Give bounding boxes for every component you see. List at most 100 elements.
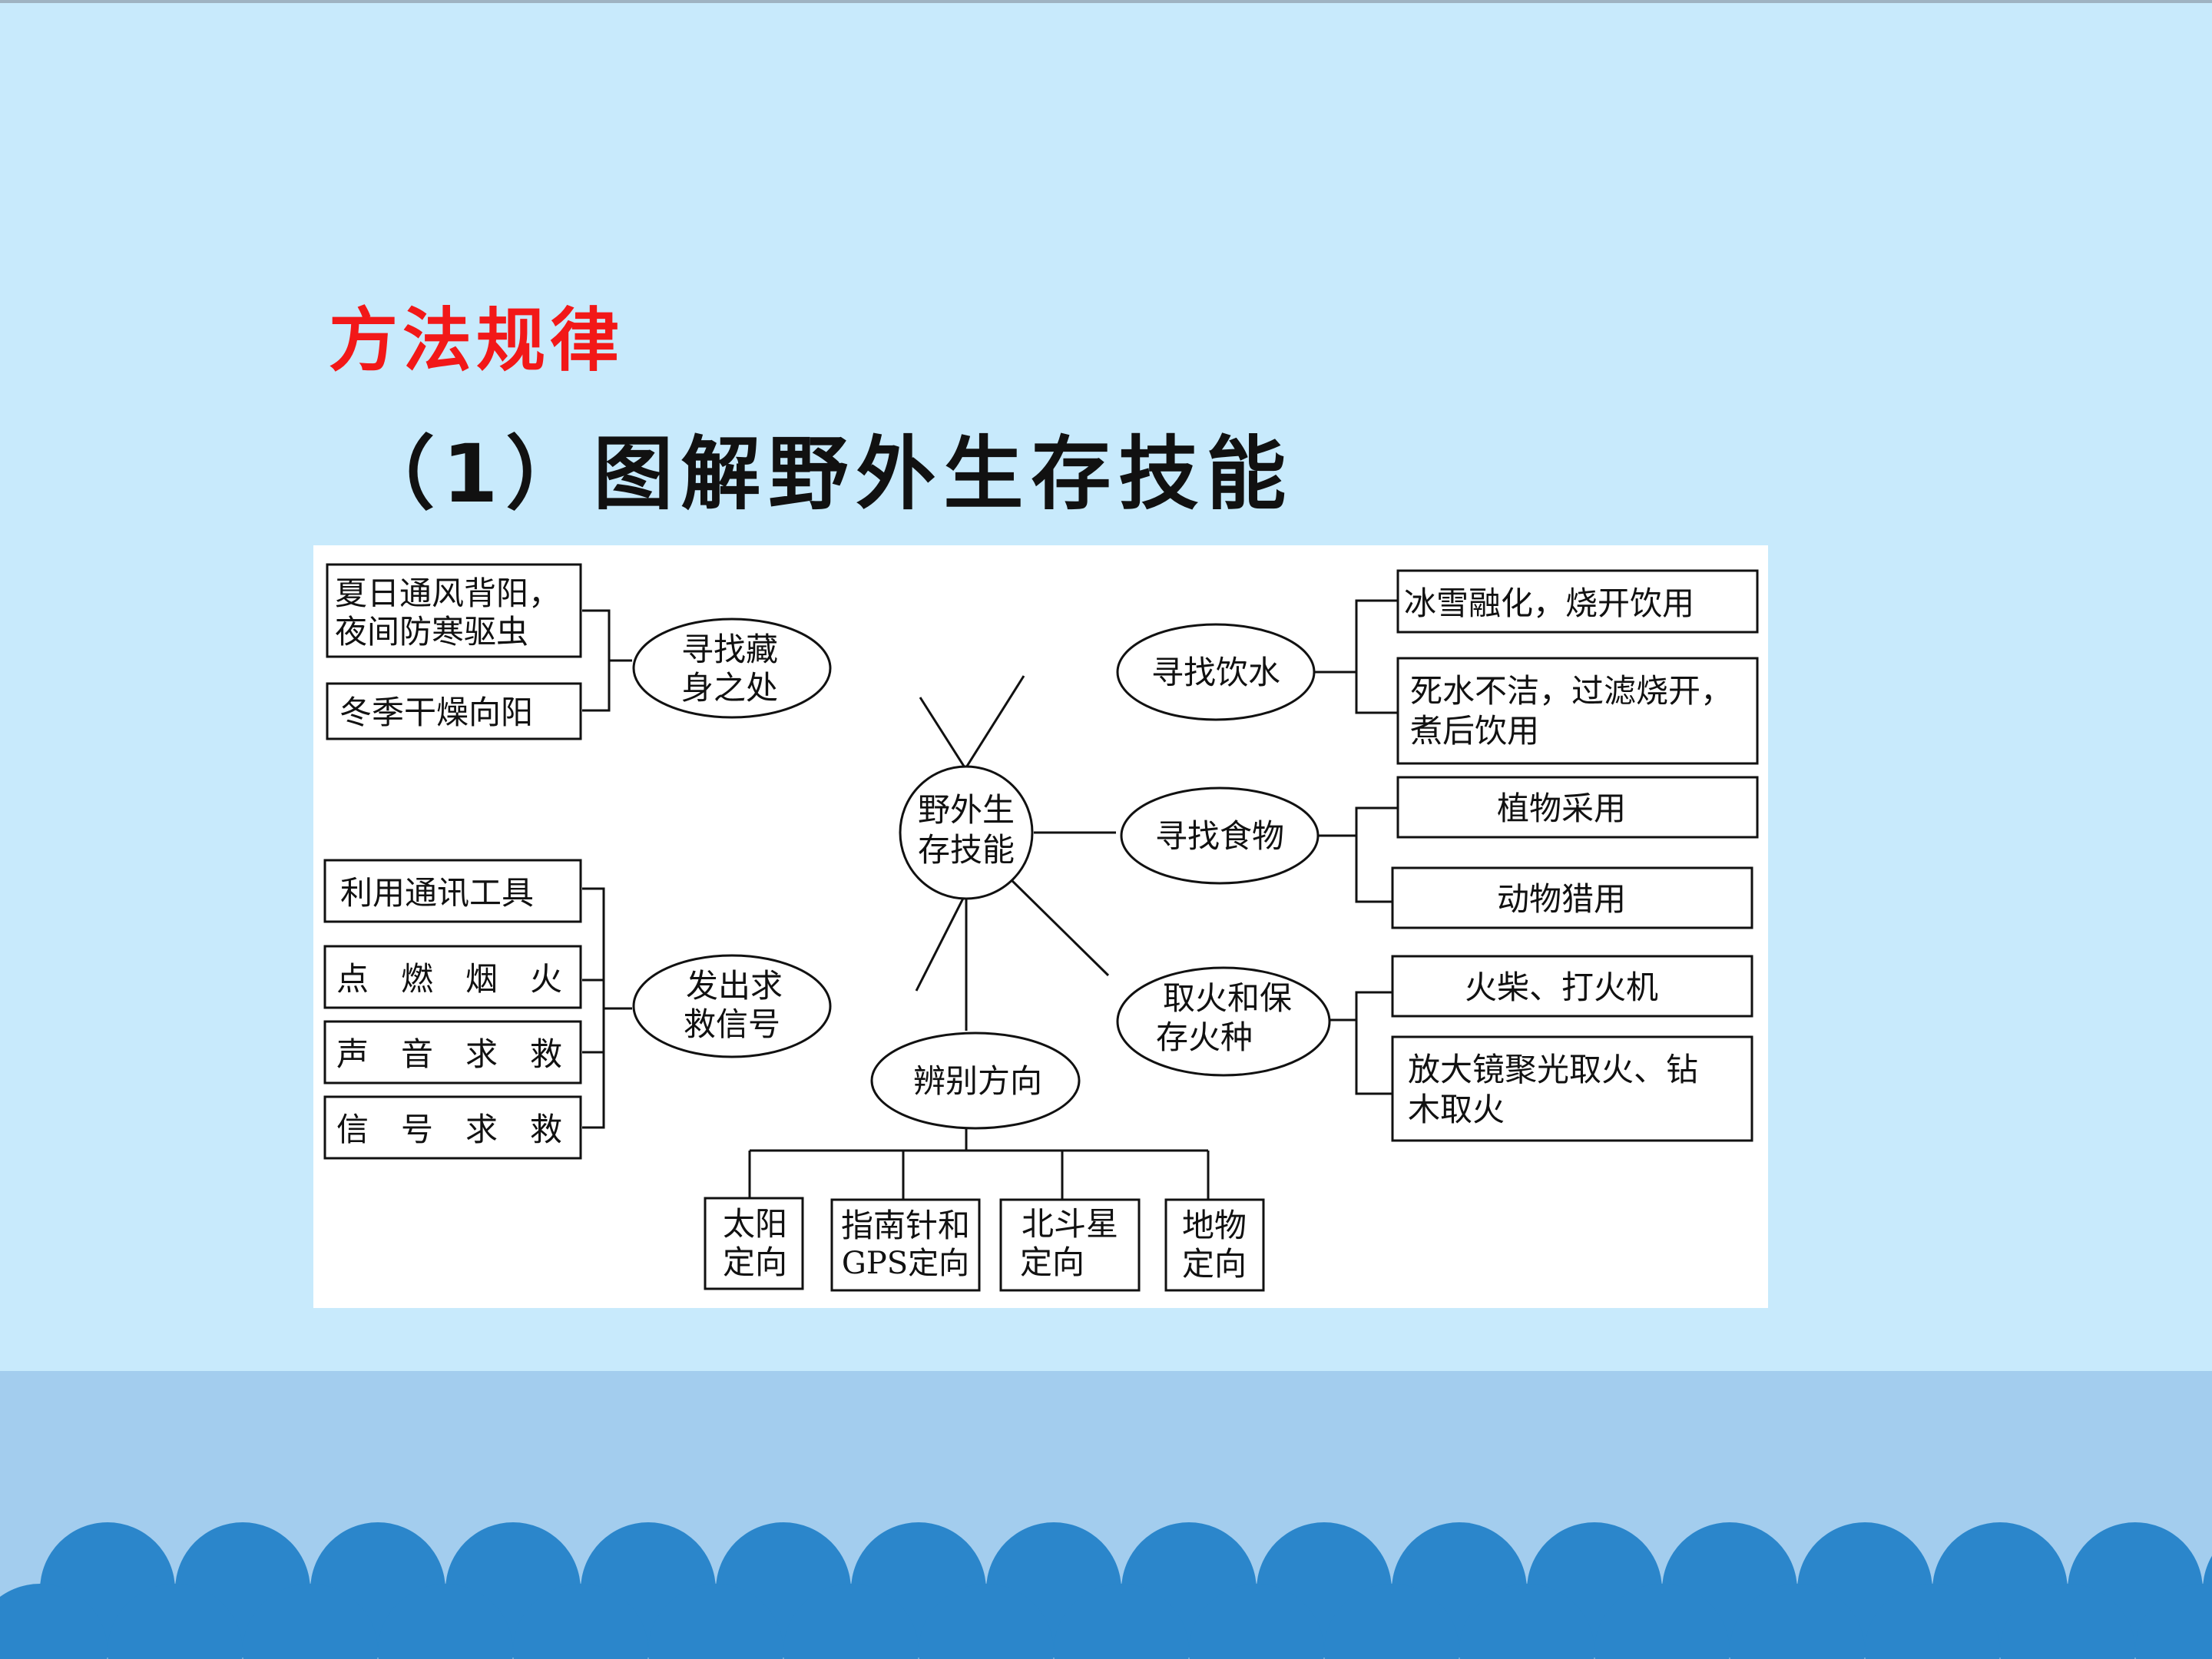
direction-item-4: 地物 定向 bbox=[1164, 1198, 1265, 1292]
water-item-1-box bbox=[1396, 569, 1759, 634]
bracket-fire bbox=[1355, 991, 1392, 1095]
bracket-food bbox=[1355, 806, 1398, 903]
food-ellipse bbox=[1120, 786, 1320, 885]
center-circle bbox=[899, 765, 1034, 900]
scallop bbox=[108, 1584, 243, 1659]
signal-item-2: 点 燃 烟 火 bbox=[323, 945, 582, 1009]
direction-item-3-box bbox=[999, 1198, 1141, 1292]
fire-item-1-text: 火柴、打火机 bbox=[1465, 969, 1658, 1006]
scallop bbox=[513, 1584, 648, 1659]
top-border-line bbox=[0, 0, 2212, 3]
signal-item-4-box bbox=[323, 1095, 582, 1160]
signal-item-4-text: 信 号 求 救 bbox=[336, 1111, 562, 1148]
fire-item-2-line-1: 放大镜聚光取火、钻 bbox=[1408, 1051, 1698, 1088]
signal-item-4: 信 号 求 救 bbox=[323, 1095, 582, 1160]
branch-signal: 发出求 救信号 bbox=[632, 954, 832, 1058]
direction-item-3-line-2: 定向 bbox=[1020, 1243, 1084, 1281]
section-heading: 方法规律 bbox=[329, 300, 624, 381]
fire-item-1-box bbox=[1391, 955, 1753, 1018]
scallop bbox=[378, 1584, 513, 1659]
signal-item-1-text: 利用通讯工具 bbox=[340, 874, 534, 912]
fire-label-2: 存火种 bbox=[1156, 1018, 1253, 1056]
signal-label-1: 发出求 bbox=[686, 967, 783, 1005]
food-item-2: 动物猎用 bbox=[1391, 866, 1753, 929]
water-item-2-line-2: 煮后饮用 bbox=[1410, 712, 1539, 750]
scallop-row-front bbox=[0, 1584, 2212, 1659]
mind-map-diagram: 野外生 存技能 寻找藏 身之处 寻找饮水 寻找食物 取火和保 存火种 发出求 救… bbox=[313, 545, 1768, 1308]
branch-shelter: 寻找藏 身之处 bbox=[632, 618, 832, 719]
direction-item-2-line-1: 指南针和 bbox=[841, 1207, 970, 1244]
direction-item-3-line-1: 北斗星 bbox=[1022, 1205, 1118, 1243]
scallop bbox=[1324, 1584, 1459, 1659]
scallop bbox=[1594, 1584, 1730, 1659]
water-ellipse bbox=[1116, 623, 1316, 721]
signal-item-2-box bbox=[323, 945, 582, 1009]
connector-center-water bbox=[957, 675, 1025, 780]
fire-label-1: 取火和保 bbox=[1163, 979, 1292, 1017]
scallop bbox=[1054, 1584, 1189, 1659]
fire-item-2: 放大镜聚光取火、钻 木取火 bbox=[1391, 1035, 1753, 1142]
connector-lines bbox=[582, 599, 1398, 1200]
slide-title: （1）图解野外生存技能 bbox=[355, 427, 1294, 521]
shelter-label-1: 寻找藏 bbox=[681, 631, 778, 668]
fire-ellipse bbox=[1116, 966, 1331, 1077]
center-node: 野外生 存技能 bbox=[899, 765, 1034, 900]
shelter-item-2: 冬季干燥向阳 bbox=[326, 682, 582, 740]
direction-item-4-line-2: 定向 bbox=[1182, 1245, 1247, 1283]
signal-item-3: 声 音 求 救 bbox=[323, 1020, 582, 1084]
center-line-1: 野外生 bbox=[918, 791, 1015, 829]
signal-ellipse bbox=[632, 954, 832, 1058]
scallop bbox=[2135, 1584, 2212, 1659]
water-item-1-text: 冰雪融化，烧开饮用 bbox=[1404, 584, 1694, 622]
food-label: 寻找食物 bbox=[1155, 817, 1284, 855]
scallop bbox=[1865, 1584, 2000, 1659]
food-item-1-box bbox=[1396, 776, 1759, 839]
bracket-signal bbox=[582, 887, 605, 1129]
signal-item-3-box bbox=[323, 1020, 582, 1084]
mind-map-svg: 野外生 存技能 寻找藏 身之处 寻找饮水 寻找食物 取火和保 存火种 发出求 救… bbox=[323, 563, 1759, 1292]
direction-item-2: 指南针和 GPS定向 bbox=[830, 1198, 981, 1292]
scallop bbox=[1730, 1584, 1865, 1659]
shelter-item-2-box bbox=[326, 682, 582, 740]
branch-food: 寻找食物 bbox=[1120, 786, 1320, 885]
branch-fire: 取火和保 存火种 bbox=[1116, 966, 1331, 1077]
signal-label-2: 救信号 bbox=[684, 1005, 780, 1043]
direction-item-1: 太阳 定向 bbox=[704, 1197, 804, 1290]
direction-ellipse bbox=[870, 1031, 1081, 1130]
food-item-2-box bbox=[1391, 866, 1753, 929]
scallop bbox=[648, 1584, 783, 1659]
food-item-2-text: 动物猎用 bbox=[1497, 880, 1626, 918]
direction-item-3: 北斗星 定向 bbox=[999, 1198, 1141, 1292]
scallop bbox=[919, 1584, 1054, 1659]
connector-center-fire bbox=[1007, 876, 1110, 977]
signal-item-1: 利用通讯工具 bbox=[323, 859, 582, 923]
direction-item-2-box bbox=[830, 1198, 981, 1292]
direction-item-1-line-1: 太阳 bbox=[723, 1205, 787, 1243]
bracket-shelter bbox=[582, 609, 611, 712]
scallop bbox=[783, 1584, 919, 1659]
bracket-water bbox=[1355, 599, 1398, 714]
direction-item-1-box bbox=[704, 1197, 804, 1290]
food-item-1-text: 植物采用 bbox=[1497, 790, 1626, 827]
center-line-2: 存技能 bbox=[918, 831, 1015, 869]
fire-item-1: 火柴、打火机 bbox=[1391, 955, 1753, 1018]
scallop bbox=[243, 1584, 378, 1659]
signal-item-3-text: 声 音 求 救 bbox=[336, 1035, 562, 1073]
shelter-ellipse bbox=[632, 618, 832, 719]
food-item-1: 植物采用 bbox=[1396, 776, 1759, 839]
shelter-item-1: 夏日通风背阳， 夜间防寒驱虫 bbox=[326, 563, 582, 658]
direction-item-2-line-2: GPS定向 bbox=[842, 1246, 969, 1281]
water-item-2-line-1: 死水不洁，过滤烧开， bbox=[1410, 672, 1733, 710]
shelter-item-1-box bbox=[326, 563, 582, 658]
water-label: 寻找饮水 bbox=[1151, 654, 1280, 691]
direction-label: 辨别方向 bbox=[913, 1062, 1042, 1100]
branch-direction: 辨别方向 bbox=[870, 1031, 1081, 1130]
branch-water: 寻找饮水 bbox=[1116, 623, 1316, 721]
shelter-item-1-line-2: 夜间防寒驱虫 bbox=[335, 613, 528, 651]
fire-item-2-line-2: 木取火 bbox=[1408, 1091, 1505, 1128]
shelter-item-1-line-1: 夏日通风背阳， bbox=[335, 575, 561, 612]
water-item-2: 死水不洁，过滤烧开， 煮后饮用 bbox=[1396, 657, 1759, 765]
signal-item-1-box bbox=[323, 859, 582, 923]
scallop bbox=[0, 1584, 108, 1659]
scallop bbox=[2000, 1584, 2135, 1659]
